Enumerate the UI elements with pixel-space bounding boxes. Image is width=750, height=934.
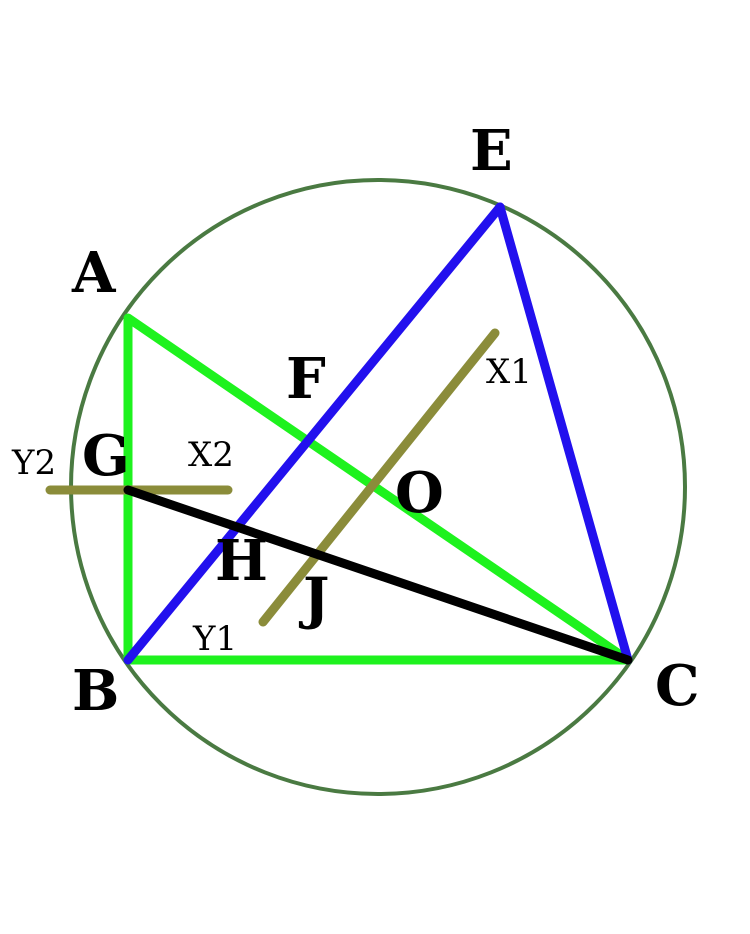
segment-be [123,202,505,665]
label-f: F [286,346,326,412]
label-y2: Y2 [11,443,56,483]
segment-ec [495,202,633,665]
label-o: O [395,460,444,526]
label-a: A [71,240,117,306]
line-y1-x1 [258,328,500,627]
label-e: E [470,118,513,184]
label-x1: X1 [486,352,532,392]
label-j: J [298,566,330,632]
segment-gc [123,485,633,665]
label-y1: Y1 [192,619,237,659]
label-x2: X2 [188,435,234,475]
label-b: B [72,658,119,724]
label-g: G [82,423,130,489]
label-c: C [655,653,700,719]
label-h: H [215,528,268,594]
